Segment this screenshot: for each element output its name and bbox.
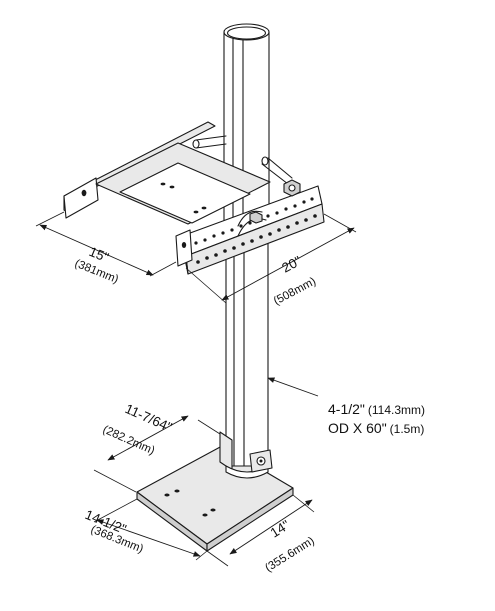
lower-tube: [219, 239, 273, 479]
tube-od-label-line2: OD X 60"(1.5m): [328, 420, 424, 436]
dim-20in-label: 20": [279, 253, 304, 276]
dimension-lines: [35, 211, 357, 567]
dim-381mm-label: (381mm): [73, 258, 120, 286]
dim-355mm-label: (355.6mm): [263, 535, 317, 575]
dim-14in-label: 14": [268, 517, 293, 540]
dim-282mm-label: (282.2mm): [101, 424, 157, 458]
tube-od-label-line1: 4-1/2"(114.3mm): [328, 401, 425, 417]
dim-15in-label: 15": [87, 244, 111, 265]
dim-508mm-label: (508mm): [272, 275, 318, 307]
upper-tube: [223, 23, 270, 241]
dim-11-7-64in-label: 11-7/64": [123, 401, 175, 435]
